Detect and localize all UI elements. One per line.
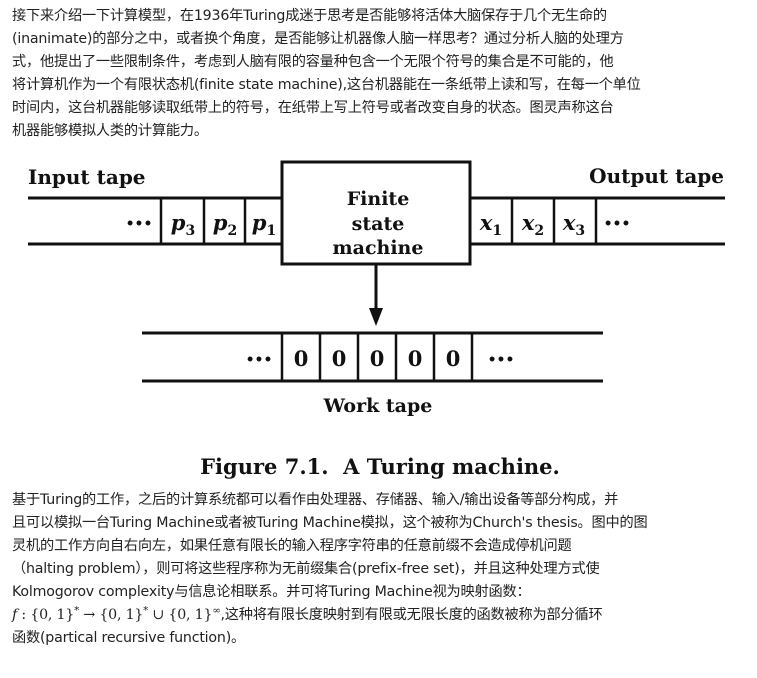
formula-set: {0, 1}: [99, 607, 144, 623]
output-cell-symbol: x3: [562, 210, 585, 239]
figure-caption: Figure 7.1. A Turing machine.: [200, 454, 560, 479]
formula-arrow: →: [79, 607, 100, 623]
intro-paragraph: 接下来介绍一下计算模型，在1936年Turing成迷于思考是否能够将活体大脑保存…: [12, 5, 740, 143]
text-line: （halting problem），则可将这些程序称为无前缀集合(prefix-…: [12, 561, 600, 577]
work-tape-left-ellipsis: •••: [246, 352, 273, 368]
formula-tail-text: ,这种将有限长度映射到有限或无限长度的函数被称为部分循环: [220, 607, 603, 623]
mapping-formula: f : {0, 1}* → {0, 1}* ∪ {0, 1}∞: [12, 605, 221, 623]
work-tape-right-ellipsis: •••: [488, 352, 515, 368]
turing-machine-figure: Input tape Output tape Work tape Finite …: [28, 160, 725, 479]
work-cell-symbol: 0: [446, 346, 461, 371]
fsm-label-line: Finite: [347, 188, 410, 210]
fsm-label-line: machine: [333, 237, 424, 259]
text-line: (inanimate)的部分之中，或者换个角度，是否能够让机器像人脑一样思考？通…: [12, 31, 624, 47]
formula-set: {0, 1}: [30, 607, 75, 623]
output-cell-symbol: x1: [479, 210, 502, 239]
text-line: 式，他提出了一些限制条件，考虑到人脑有限的容量种包含一个无限个符号的集合是不可能…: [12, 54, 614, 70]
formula-infinity: ∞: [212, 605, 221, 617]
input-cell-symbol: p2: [213, 210, 237, 239]
formula-star: *: [143, 605, 149, 617]
text-line: 基于Turing的工作，之后的计算系统都可以看作由处理器、存储器、输入/输出设备…: [12, 492, 619, 508]
arrow-down-icon: [369, 308, 383, 326]
input-tape-label: Input tape: [28, 165, 146, 189]
text-line: 机器能够模拟人类的计算能力。: [12, 123, 208, 139]
input-tape-ellipsis: •••: [126, 216, 153, 232]
formula-union: ∪: [148, 607, 169, 623]
text-line: Kolmogorov complexity与信息论相联系。并可将Turing M…: [12, 584, 531, 600]
finite-state-machine-box: [280, 160, 472, 266]
fsm-label-line: state: [352, 213, 405, 235]
text-line: 函数(partical recursive function)。: [12, 630, 246, 646]
work-cell-symbol: 0: [294, 346, 309, 371]
formula-colon: :: [17, 607, 31, 623]
formula-set: {0, 1}: [168, 607, 213, 623]
explanation-paragraph: 基于Turing的工作，之后的计算系统都可以看作由处理器、存储器、输入/输出设备…: [12, 489, 740, 650]
work-tape-label: Work tape: [323, 395, 433, 417]
formula-f: f: [12, 607, 18, 623]
output-tape-label: Output tape: [589, 164, 724, 188]
text-line: 且可以模拟一台Turing Machine或者被Turing Machine模拟…: [12, 515, 648, 531]
text-line: 灵机的工作方向自右向左，如果任意有限长的输入程序字符串的任意前缀不会造成停机问题: [12, 538, 572, 554]
formula-star: *: [74, 605, 80, 617]
text-line: 接下来介绍一下计算模型，在1936年Turing成迷于思考是否能够将活体大脑保存…: [12, 8, 607, 24]
output-tape-ellipsis: •••: [604, 216, 631, 232]
text-line: 时间内，这台机器能够读取纸带上的符号，在纸带上写上符号或者改变自身的状态。图灵声…: [12, 100, 614, 116]
input-cell-symbol: p1: [252, 210, 276, 239]
text-line: 将计算机作为一个有限状态机(finite state machine),这台机器…: [12, 77, 641, 93]
output-cell-symbol: x2: [521, 210, 544, 239]
formula-line: f : {0, 1}* → {0, 1}* ∪ {0, 1}∞,这种将有限长度映…: [12, 604, 740, 627]
work-cell-symbol: 0: [370, 346, 385, 371]
work-cell-symbol: 0: [332, 346, 347, 371]
input-cell-symbol: p3: [171, 210, 195, 239]
work-cell-symbol: 0: [408, 346, 423, 371]
